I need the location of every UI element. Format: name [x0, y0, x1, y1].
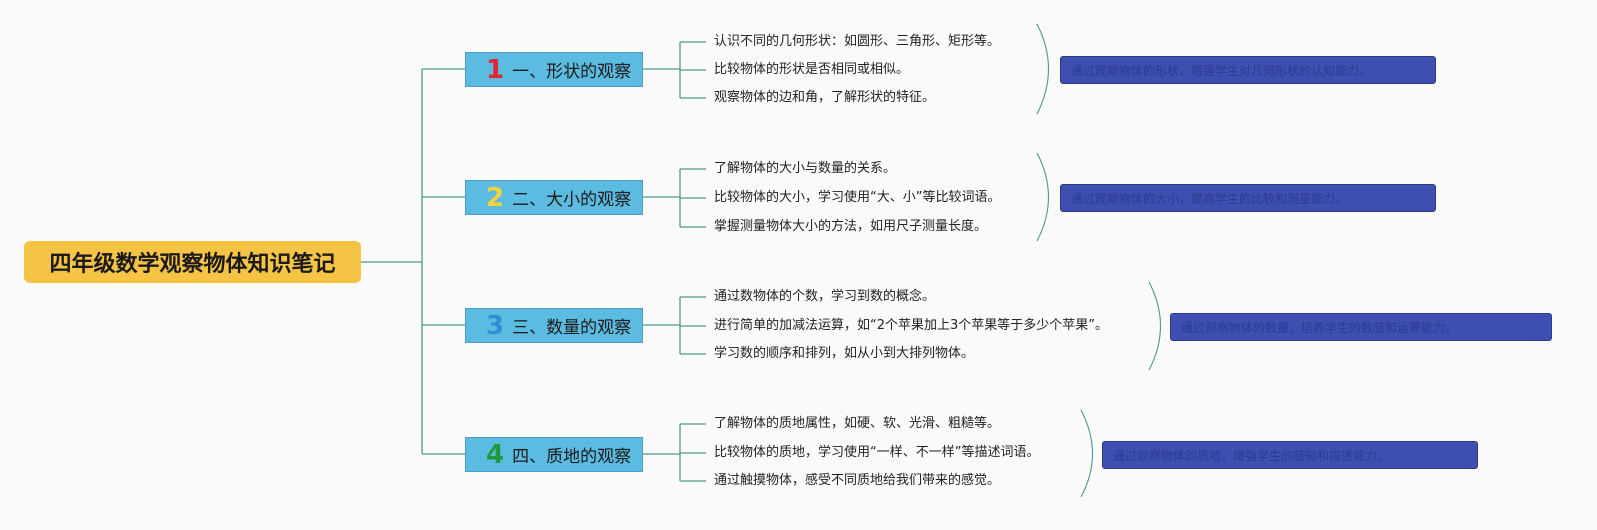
leaf-item[interactable]: 通过触摸物体，感受不同质地给我们带来的感觉。 [714, 473, 1001, 488]
leaf-connector-4 [643, 423, 706, 482]
root-node[interactable]: 四年级数学观察物体知识笔记 [24, 241, 361, 283]
branch-node-size[interactable]: 2 二、大小的观察 [465, 180, 643, 215]
branch-number-1: 1 [486, 54, 505, 85]
leaf-item[interactable]: 比较物体的大小，学习使用“大、小”等比较词语。 [714, 190, 1001, 205]
branch-node-texture[interactable]: 4 四、质地的观察 [465, 437, 643, 472]
branch-node-shape[interactable]: 1 一、形状的观察 [465, 52, 643, 87]
branch-label-1: 一、形状的观察 [512, 62, 632, 82]
leaf-item[interactable]: 比较物体的形状是否相同或相似。 [714, 62, 910, 77]
summary-bracket-1 [1036, 23, 1050, 115]
summary-bracket-4 [1080, 409, 1094, 498]
summary-note-text: 通过观察物体的数量，培养学生的数感和运算能力。 [1181, 320, 1458, 335]
leaf-connector-3 [643, 296, 706, 355]
branch-label-3: 三、数量的观察 [512, 318, 632, 338]
branch-label-4: 四、质地的观察 [512, 447, 632, 467]
leaf-item[interactable]: 通过数物体的个数，学习到数的概念。 [714, 289, 936, 304]
leaf-item[interactable]: 进行简单的加减法运算，如“2个苹果加上3个苹果等于多少个苹果”。 [714, 318, 1109, 333]
leaf-item[interactable]: 认识不同的几何形状：如圆形、三角形、矩形等。 [714, 34, 1001, 49]
summary-note-text: 通过观察物体的大小，提高学生的比较和测量能力。 [1071, 191, 1348, 206]
branch-node-quantity[interactable]: 3 三、数量的观察 [465, 308, 643, 343]
summary-bracket-3 [1148, 281, 1162, 371]
leaf-item[interactable]: 了解物体的大小与数量的关系。 [714, 161, 897, 176]
leaf-connector-2 [643, 168, 706, 228]
branch-number-3: 3 [486, 310, 505, 341]
branch-number-4: 4 [486, 439, 505, 470]
summary-note-4[interactable]: 通过观察物体的质地，增强学生的感知和描述能力。 [1102, 441, 1478, 469]
leaf-item[interactable]: 了解物体的质地属性，如硬、软、光滑、粗糙等。 [714, 416, 1001, 431]
root-title: 四年级数学观察物体知识笔记 [49, 252, 336, 277]
summary-note-1[interactable]: 通过观察物体的形状，增强学生对几何形状的认知能力。 [1060, 56, 1436, 84]
leaf-item[interactable]: 学习数的顺序和排列，如从小到大排列物体。 [714, 346, 975, 361]
summary-note-text: 通过观察物体的形状，增强学生对几何形状的认知能力。 [1071, 63, 1372, 78]
summary-note-3[interactable]: 通过观察物体的数量，培养学生的数感和运算能力。 [1170, 313, 1552, 341]
branch-number-2: 2 [486, 182, 505, 213]
summary-bracket-2 [1036, 152, 1050, 242]
leaf-connector-1 [643, 41, 706, 99]
leaf-item[interactable]: 观察物体的边和角，了解形状的特征。 [714, 90, 936, 105]
summary-note-2[interactable]: 通过观察物体的大小，提高学生的比较和测量能力。 [1060, 184, 1436, 212]
summary-note-text: 通过观察物体的质地，增强学生的感知和描述能力。 [1113, 448, 1390, 463]
branch-label-2: 二、大小的观察 [512, 190, 632, 210]
leaf-item[interactable]: 掌握测量物体大小的方法，如用尺子测量长度。 [714, 219, 988, 234]
leaf-item[interactable]: 比较物体的质地，学习使用“一样、不一样”等描述词语。 [714, 445, 1040, 460]
